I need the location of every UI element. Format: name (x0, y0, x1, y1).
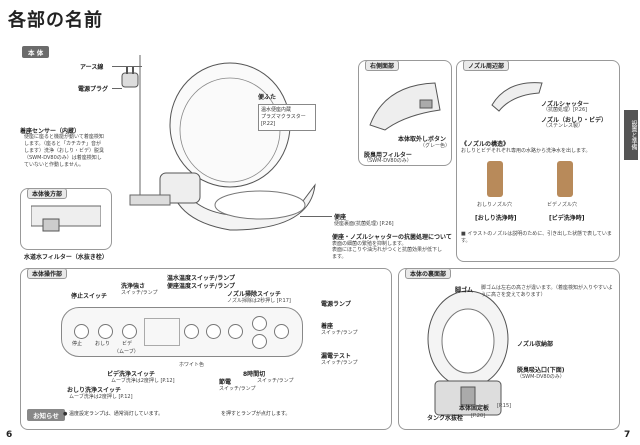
section-tag-main: 本 体 (22, 46, 50, 58)
deodor-outlet-label: 脱臭吸込口(下面) (517, 367, 565, 374)
bidet-btn-text: ビデ (122, 341, 133, 347)
nozzle-header: ノズル周辺部 (463, 60, 510, 71)
page-number-right: 7 (624, 430, 631, 440)
remote-footnote-tail: を押すとランプが点灯します。 (221, 411, 291, 417)
stop-button[interactable] (74, 324, 89, 339)
toilet-illustration (125, 55, 316, 231)
earth-wire-label: アース線 (80, 64, 104, 71)
right-side-box: 右側面部 (358, 60, 452, 166)
stop-switch-label: 停止スイッチ (71, 293, 108, 300)
nozzle-clean-sub: ノズル掃除は2秒押し [P.17] (227, 298, 291, 304)
antibacterial-note-1: 表面の細菌の繁殖を抑制します。 (332, 241, 407, 247)
nozzle-shutter-sub: （抗菌処理）[P.26] (543, 107, 588, 113)
bidet-nozzle-icon (557, 161, 573, 197)
move-text: （ムーブ） (114, 349, 139, 355)
seat-label: 便座 (334, 214, 347, 221)
remote-box: 本体操作部 停止 おしり ビデ （ムーブ） 停止スイッチ 洗浄強さ スイッチ/ラ… (20, 268, 392, 430)
water-temp-label: 温水温度スイッチ/ランプ (167, 275, 236, 282)
underside-illustration (427, 290, 509, 416)
timer-label: 8時間切 (243, 371, 266, 378)
back-panel-box: 本体後方部 (20, 188, 112, 250)
oshiri-switch-label: おしり洗浄スイッチ (67, 387, 122, 394)
oshiri-hole-label: おしりノズル穴 (477, 202, 513, 208)
bidet-hole-label: ビデノズル穴 (547, 202, 578, 208)
white-color-label: ホワイト色 (179, 362, 205, 368)
lid-note: 温水便座内蔵 プラズマクラスター [P.22] (258, 104, 316, 131)
nozzle-sub: （ステンレス製） (543, 123, 584, 129)
page-title: 各部の名前 (8, 10, 103, 31)
main-remove-button-sub: （グレー色） (420, 143, 451, 149)
nozzle-shutter-label: ノズルシャッター (541, 101, 590, 108)
water-temp-button[interactable] (206, 324, 221, 339)
power-plug-icon (121, 67, 139, 88)
main-remove-button-label: 本体取外しボタン (398, 136, 447, 143)
drain-plug-label: タンク水抜栓 (427, 415, 464, 422)
oshiri-nozzle-icon (487, 161, 503, 197)
notice-tag: お知らせ (27, 409, 65, 421)
fix-plate-label: 本体固定板 (459, 405, 490, 412)
nozzle-clean-label: ノズル掃除スイッチ (227, 291, 282, 298)
timer-button[interactable] (252, 334, 267, 349)
rubber-foot-sub: 脚ゴムは左右の高さが違います。（着座検知が入りやすいように高さを変えてあります） (481, 285, 613, 298)
water-filter-illustration (31, 205, 101, 232)
oshiri-button[interactable] (98, 324, 113, 339)
leak-test-sub: スイッチ/ランプ (321, 360, 358, 366)
seat-temp-label: 便座温度スイッチ/ランプ (167, 283, 236, 290)
timer-sub: スイッチ/ランプ (257, 378, 294, 384)
seat-switch-label: 着座 (321, 323, 334, 330)
side-tab-label: 設置と準備 (630, 120, 637, 150)
leak-test-button[interactable] (274, 324, 289, 339)
nozzle-clean-button[interactable] (228, 324, 243, 339)
bidet-wash-caption: [ビデ洗浄時] (549, 215, 585, 222)
oshiri-wash-caption: [おしり洗浄時] (475, 215, 517, 222)
eco-button[interactable] (252, 316, 267, 331)
rubber-foot-label: 脚ゴム (455, 287, 474, 294)
underside-box: 本体の裏面部 脚ゴム 脚ゴムは左右の高さが違います。（着座検知が入りやすいように… (398, 268, 620, 430)
drain-plug-sub: [P.20] (471, 413, 486, 419)
right-side-header: 右側面部 (365, 60, 400, 71)
power-lamp-label: 電源ランプ (321, 301, 351, 308)
nozzle-structure-title: 《ノズルの構造》 (461, 141, 510, 148)
page-number-left: 6 (6, 430, 13, 440)
nozzle-note: ■ イラストのノズルは説明のために、引き出した状態で表しています。 (461, 231, 612, 244)
fix-plate-sub: [P.15] (497, 403, 512, 409)
eco-sub: スイッチ/ランプ (219, 386, 256, 392)
water-filter-label: 水道水フィルター（水抜き栓） (24, 254, 108, 261)
nozzle-store-label: ノズル収納部 (517, 341, 554, 348)
side-tab: 設置と準備 (624, 110, 638, 160)
oshiri-switch-sub: ムーブ洗浄は2度押し [P.12] (69, 394, 133, 400)
leak-test-label: 漏電テスト (321, 353, 352, 360)
nozzle-structure-desc: おしりとビデそれぞれ専用の水路から洗浄水を出します。 (461, 148, 591, 154)
remote-body: 停止 おしり ビデ （ムーブ） (61, 307, 303, 357)
seat-switch-sub: スイッチ/ランプ (321, 330, 358, 336)
oshiri-btn-text: おしり (95, 341, 111, 347)
bidet-button[interactable] (122, 324, 137, 339)
wash-strength-label: 洗浄強さ (121, 283, 146, 290)
nozzle-box: ノズル周辺部 ノズルシャッター （抗菌処理）[P.26] ノズル（おしり・ビデ）… (456, 60, 620, 262)
nozzle-illustration (491, 82, 543, 112)
deodor-filter-sub: （SWM-DV80のみ） (364, 158, 412, 164)
bidet-switch-sub: ムーブ洗浄は2度押し [P.12] (111, 378, 175, 384)
remote-footnote: ● 温度設定ランプは、通常消灯しています。 (63, 411, 164, 417)
seat-temp-button[interactable] (184, 324, 199, 339)
back-panel-header: 本体後方部 (27, 188, 68, 199)
nozzle-label: ノズル（おしり・ビデ） (541, 117, 608, 124)
antibacterial-title: 便座・ノズルシャッターの抗菌処理について (332, 234, 452, 241)
underside-header: 本体の裏面部 (405, 268, 452, 279)
eco-label: 節電 (219, 379, 232, 386)
seat-sub: 便座裏面(抗菌処理) [P.26] (334, 221, 394, 227)
wash-strength-sub: スイッチ/ランプ (121, 290, 158, 296)
strength-panel[interactable] (144, 318, 180, 346)
deodor-filter-label: 脱臭用フィルター (364, 152, 412, 159)
bidet-switch-label: ビデ洗浄スイッチ (107, 371, 156, 378)
antibacterial-note-2: 表面にほこりや油汚れがつくと抗菌効果が低下します。 (332, 247, 443, 260)
deodor-outlet-sub: （SWM-DV80のみ） (517, 374, 565, 380)
seat-sensor-label: 着座センサー（内蔵） (20, 128, 81, 135)
lid-label: 便ふた (258, 94, 277, 101)
stop-btn-text: 停止 (72, 341, 83, 347)
remote-header: 本体操作部 (27, 268, 68, 279)
power-plug-label: 電源プラグ (78, 86, 109, 93)
seat-sensor-desc: 便座に座ると機能が動いて着座検知します。（座ると「カチカチ」音がします）洗浄（お… (24, 134, 105, 168)
right-side-illustration (369, 82, 441, 131)
